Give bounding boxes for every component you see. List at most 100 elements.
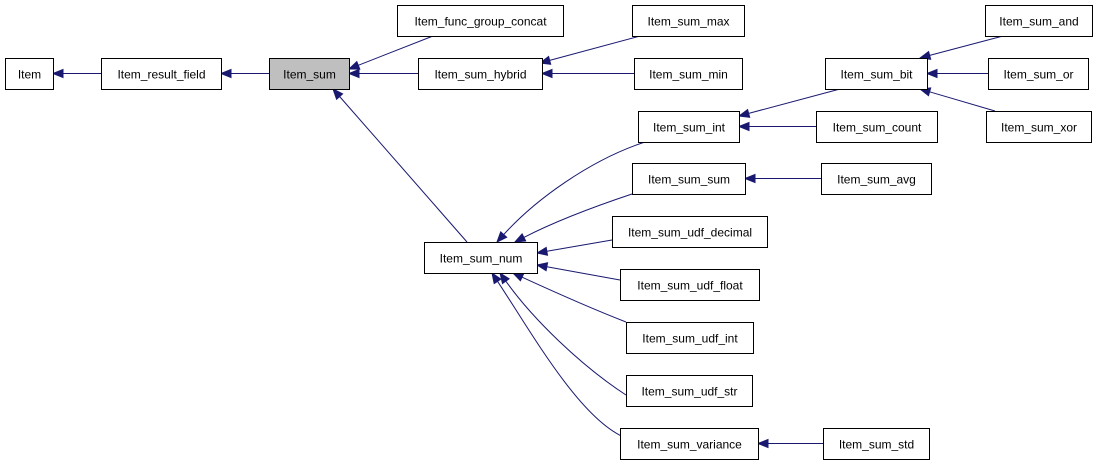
node-label: Item_sum_udf_decimal (628, 226, 752, 240)
node-label: Item_sum_num (440, 252, 523, 266)
edge-line (497, 281, 627, 439)
node-box (632, 5, 745, 37)
edge-item_sum_udf_str-to-item_sum_num (499, 271, 627, 396)
class-node-item-sum-xor[interactable]: Item_sum_xor (986, 111, 1092, 143)
edge-line (929, 91, 996, 112)
node-label: Item_sum_and (999, 15, 1078, 29)
node-label: Item_sum_max (647, 15, 729, 29)
class-node-item-sum-min[interactable]: Item_sum_min (634, 58, 743, 90)
node-box (5, 58, 54, 90)
node-box (397, 5, 564, 37)
class-node-item-sum-or[interactable]: Item_sum_or (988, 58, 1089, 90)
arrowhead-icon (743, 173, 756, 184)
node-box (101, 58, 222, 90)
class-node-item-sum-max[interactable]: Item_sum_max (632, 5, 745, 37)
node-box (638, 111, 740, 143)
node-box (269, 58, 350, 90)
node-box (816, 111, 938, 143)
edge-line (358, 35, 434, 66)
node-box (424, 242, 538, 274)
node-box (418, 58, 543, 90)
edge-item_sum_min-to-item_sum_hybrid (540, 68, 634, 79)
class-node-item-sum-num[interactable]: Item_sum_num (424, 242, 538, 274)
node-box (634, 58, 743, 90)
node-box (612, 216, 768, 248)
node-label: Item_sum_udf_str (641, 385, 737, 399)
node-box (821, 163, 932, 195)
class-node-item-sum-udf-float[interactable]: Item_sum_udf_float (620, 269, 760, 301)
arrowhead-icon (332, 87, 344, 101)
node-label: Item_sum_udf_float (637, 279, 743, 293)
arrowhead-icon (347, 68, 360, 79)
edge-item_sum_udf_float-to-item_sum_num (535, 262, 621, 281)
class-node-item-sum-variance[interactable]: Item_sum_variance (620, 428, 759, 460)
edge-line (546, 266, 621, 281)
edge-line (523, 193, 633, 238)
class-node-item-sum-and[interactable]: Item_sum_and (985, 5, 1093, 37)
edge-item_sum-to-item_result_field (219, 68, 269, 79)
class-node-item-func-group-concat[interactable]: Item_func_group_concat (397, 5, 564, 37)
class-node-item-sum-sum[interactable]: Item_sum_sum (632, 163, 746, 195)
edge-item_sum_udf_int-to-item_sum_num (511, 272, 627, 323)
node-label: Item_func_group_concat (414, 15, 547, 29)
node-label: Item_sum_sum (648, 173, 730, 187)
node-box (626, 322, 754, 354)
node-label: Item_result_field (117, 68, 205, 82)
class-node-item-sum-udf-str[interactable]: Item_sum_udf_str (626, 375, 753, 407)
node-label: Item_sum_hybrid (434, 68, 526, 82)
edge-item_sum_hybrid-to-item_sum (347, 68, 418, 79)
node-label: Item (18, 68, 41, 82)
arrowhead-icon (737, 121, 750, 132)
node-box (986, 111, 1092, 143)
class-node-item-sum-hybrid[interactable]: Item_sum_hybrid (418, 58, 543, 90)
arrowhead-icon (219, 68, 232, 79)
class-node-item-sum-std[interactable]: Item_sum_std (823, 428, 930, 460)
class-node-item-result-field[interactable]: Item_result_field (101, 58, 222, 90)
node-box (823, 428, 930, 460)
edge-line (929, 35, 1004, 56)
edge-line (339, 96, 468, 243)
node-label: Item_sum_min (649, 68, 728, 82)
node-label: Item_sum_xor (1001, 121, 1077, 135)
class-node-item[interactable]: Item (5, 58, 54, 90)
class-node-item-sum-udf-decimal[interactable]: Item_sum_udf_decimal (612, 216, 768, 248)
arrowhead-icon (925, 68, 938, 79)
node-label: Item_sum_bit (840, 68, 913, 82)
node-label: Item_sum_count (833, 121, 922, 135)
class-node-item-sum-bit[interactable]: Item_sum_bit (825, 58, 928, 90)
class-node-item-sum-avg[interactable]: Item_sum_avg (821, 163, 932, 195)
class-node-item-sum-count[interactable]: Item_sum_count (816, 111, 938, 143)
edge-item_sum_sum-to-item_sum_num (513, 193, 633, 243)
arrowhead-icon (513, 233, 527, 243)
edge-item_sum_int-to-item_sum_num (496, 141, 646, 243)
edge-item_sum_or-to-item_sum_bit (925, 68, 988, 79)
node-box (620, 428, 759, 460)
edge-line (503, 141, 646, 235)
edge-item_sum_std-to-item_sum_variance (756, 438, 823, 449)
edges-layer (51, 35, 1004, 449)
edge-item_sum_xor-to-item_sum_bit (918, 87, 996, 112)
arrowhead-icon (491, 271, 502, 285)
class-node-item-sum-int[interactable]: Item_sum_int (638, 111, 740, 143)
node-label: Item_sum_avg (837, 173, 916, 187)
class-node-item-sum-udf-int[interactable]: Item_sum_udf_int (626, 322, 754, 354)
edge-item_sum_and-to-item_sum_bit (918, 35, 1004, 60)
node-box (825, 58, 928, 90)
node-label: Item_sum_or (1003, 68, 1073, 82)
arrowhead-icon (535, 262, 549, 272)
arrowhead-icon (511, 272, 525, 282)
node-label: Item_sum_udf_int (642, 332, 738, 346)
arrowhead-icon (535, 246, 549, 256)
edge-item_sum_count-to-item_sum_int (737, 121, 816, 132)
edge-item_func_group_concat-to-item_sum (347, 35, 434, 70)
edge-item_sum_udf_decimal-to-item_sum_num (535, 239, 613, 256)
edge-line (549, 35, 641, 61)
node-box (985, 5, 1093, 37)
edge-line (521, 276, 627, 323)
node-label: Item_sum_variance (637, 438, 742, 452)
node-label: Item_sum_std (839, 438, 914, 452)
node-box (632, 163, 746, 195)
arrowhead-icon (737, 108, 751, 118)
